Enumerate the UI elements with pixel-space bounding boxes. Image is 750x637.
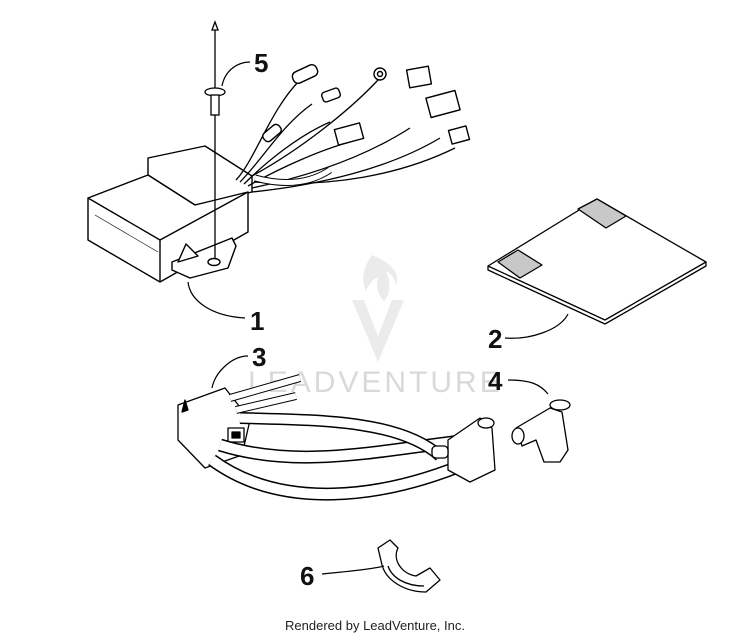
callout-5: 5 (254, 48, 268, 78)
callout-2: 2 (488, 324, 502, 354)
clip[interactable] (377, 539, 441, 593)
adhesive-pad[interactable] (487, 198, 707, 325)
spark-plug-cap[interactable] (511, 399, 571, 463)
control-module[interactable] (87, 63, 471, 283)
rivet[interactable] (204, 20, 226, 258)
render-credit: Rendered by LeadVenture, Inc. (285, 618, 465, 633)
ignition-coil[interactable] (177, 374, 496, 501)
leader-lines (187, 61, 569, 575)
callout-4: 4 (488, 366, 503, 396)
callout-3: 3 (252, 342, 266, 372)
watermark-logo (352, 255, 404, 362)
callout-1: 1 (250, 306, 264, 336)
callout-6: 6 (300, 561, 314, 591)
